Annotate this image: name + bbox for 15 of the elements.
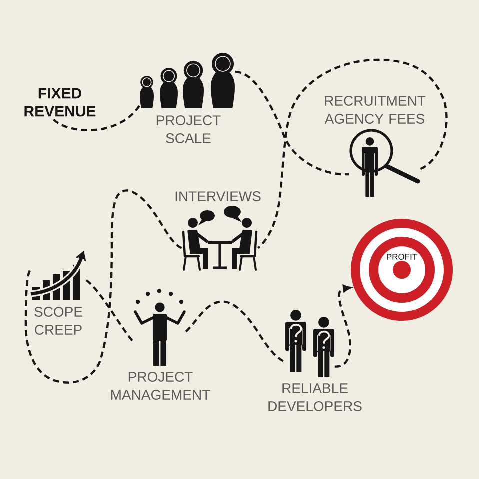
step-label: SCOPE CREEP — [34, 307, 82, 335]
step-label: RECRUITMENT AGENCY FEES — [324, 96, 426, 124]
step-label: RELIABLE DEVELOPERS — [268, 384, 362, 412]
connector-line — [185, 300, 286, 364]
connector-line — [53, 105, 140, 132]
step-label: PROJECT MANAGEMENT — [111, 372, 210, 400]
connector-line — [257, 58, 448, 250]
connector-line — [24, 190, 182, 384]
arrow — [334, 285, 352, 368]
step-label: INTERVIEWS — [176, 192, 261, 202]
connector-line — [86, 280, 135, 344]
connector-line — [235, 70, 350, 176]
start-label: FIXED REVENUE — [24, 88, 96, 117]
step-label: PROJECT SCALE — [156, 116, 221, 144]
target: PROFIT — [351, 219, 453, 321]
